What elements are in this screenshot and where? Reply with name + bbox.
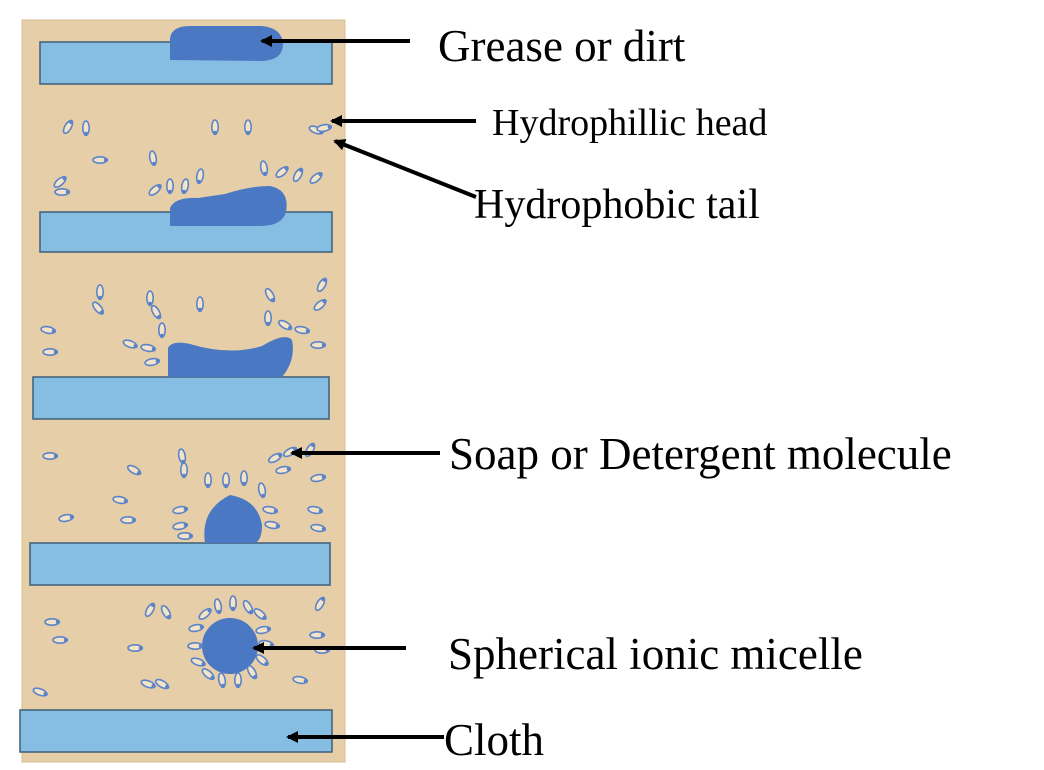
soap-molecule-head [183, 522, 189, 528]
soap-molecule-head [245, 130, 251, 136]
soap-molecule-head [155, 358, 161, 364]
soap-molecule-head [131, 517, 137, 523]
soap-molecule-head [151, 161, 157, 167]
soap-molecule-head [212, 130, 218, 136]
soap-molecule-head [322, 277, 328, 283]
soap-molecule-head [83, 131, 89, 137]
soap-molecule-head [262, 615, 267, 621]
soap-molecule-head [166, 614, 172, 620]
soap-molecule-head [103, 157, 109, 163]
soap-molecule-head [157, 183, 162, 189]
soap-molecule-head [68, 119, 74, 125]
soap-molecule-head [188, 533, 194, 539]
soap-molecule-head [183, 506, 189, 512]
soap-molecule-head [151, 683, 156, 689]
soap-molecule-head [252, 674, 258, 680]
soap-molecule-head [321, 526, 327, 532]
soap-molecule-head [181, 189, 187, 195]
soap-molecule-head [320, 632, 326, 638]
soap-molecule-head [199, 624, 205, 630]
soap-molecule-head [53, 453, 59, 459]
soap-molecule-head [62, 175, 67, 181]
label-soap-molecule: Soap or Detergent molecule [449, 429, 952, 479]
arrow-hydrophobic-tail [333, 139, 477, 199]
soap-molecule-head [138, 645, 144, 651]
soap-molecule-head [321, 342, 327, 348]
soap-molecule-head [181, 473, 187, 479]
label-hydrophobic-tail: Hydrophobic tail [474, 182, 760, 228]
soap-molecule-head [264, 661, 269, 667]
soap-molecule-head [262, 171, 268, 177]
micelle-core [202, 618, 258, 674]
soap-molecule-head [65, 189, 71, 195]
soap-molecule-head [63, 637, 69, 643]
soap-molecule-head [321, 474, 327, 480]
soap-molecule-head [205, 483, 211, 489]
soap-molecule-head [310, 442, 316, 448]
soap-molecule-head [241, 481, 247, 487]
soap-molecule-head [43, 691, 48, 697]
soap-molecule-head [99, 310, 105, 315]
soap-molecule-head [298, 167, 304, 173]
soap-molecule-head [147, 301, 153, 307]
soap-molecule-head [284, 165, 289, 171]
soap-molecule-head [136, 470, 142, 476]
label-hydrophilic-head: Hydrophillic head [492, 102, 768, 144]
cloth-bar-stage-3 [32, 376, 330, 420]
soap-molecule-head [230, 606, 236, 612]
soap-molecule-head [55, 619, 61, 625]
label-micelle: Spherical ionic micelle [448, 629, 863, 679]
grease-blob-stage-2 [170, 186, 287, 226]
soap-molecule-head [159, 333, 165, 339]
soap-molecule-head [318, 171, 323, 177]
soap-molecule-head [51, 328, 57, 334]
cloth-bar-stage-5 [19, 709, 333, 753]
label-grease: Grease or dirt [438, 21, 686, 71]
soap-molecule-head [220, 683, 226, 689]
soap-molecule-head [287, 325, 293, 331]
soap-molecule-head [275, 523, 281, 529]
soap-molecule-head [123, 498, 129, 504]
soap-molecule-head [216, 609, 222, 615]
soap-molecule-head [248, 609, 254, 615]
soap-molecule-head [53, 349, 59, 355]
soap-molecule-head [320, 596, 326, 602]
soap-molecule-head [156, 314, 162, 320]
soap-molecule-head [69, 514, 75, 520]
soap-molecule-head [223, 483, 229, 489]
cloth-bar-stage-4 [29, 542, 331, 586]
soap-molecule-head [201, 661, 206, 667]
soap-molecule-head [318, 508, 324, 514]
grease-blob-stage-3 [168, 337, 293, 377]
grease-blob-stage-1 [170, 26, 283, 61]
soap-molecule-head [292, 446, 298, 452]
soap-molecule-head [265, 321, 271, 327]
soap-molecule-head [196, 179, 202, 185]
soap-molecule-head [273, 508, 279, 514]
soap-molecule-head [97, 295, 103, 301]
soap-molecule-head [164, 684, 170, 690]
soap-molecules [32, 119, 333, 697]
soap-molecule-head [305, 328, 311, 334]
soap-molecule-head [198, 643, 204, 649]
soap-molecule-head [197, 307, 203, 313]
label-cloth: Cloth [444, 715, 545, 765]
soap-molecule-head [235, 683, 241, 689]
soap-molecule-head [167, 189, 173, 195]
soap-molecule-head [133, 343, 138, 349]
soap-molecule-head [210, 675, 215, 681]
soap-molecule-head [286, 466, 292, 472]
soap-molecule-head [270, 297, 276, 303]
soap-molecule-head [277, 452, 283, 458]
soap-molecule-head [207, 607, 212, 613]
soap-molecule-head [150, 602, 156, 608]
soap-molecule-head [303, 678, 309, 684]
soap-molecule-head [266, 626, 272, 632]
soap-molecule-head [260, 493, 266, 499]
grease-blob-stage-4 [204, 495, 262, 543]
soap-molecule-head [151, 346, 157, 352]
soap-molecule-head [322, 298, 327, 304]
soap-molecule-head [327, 124, 333, 130]
